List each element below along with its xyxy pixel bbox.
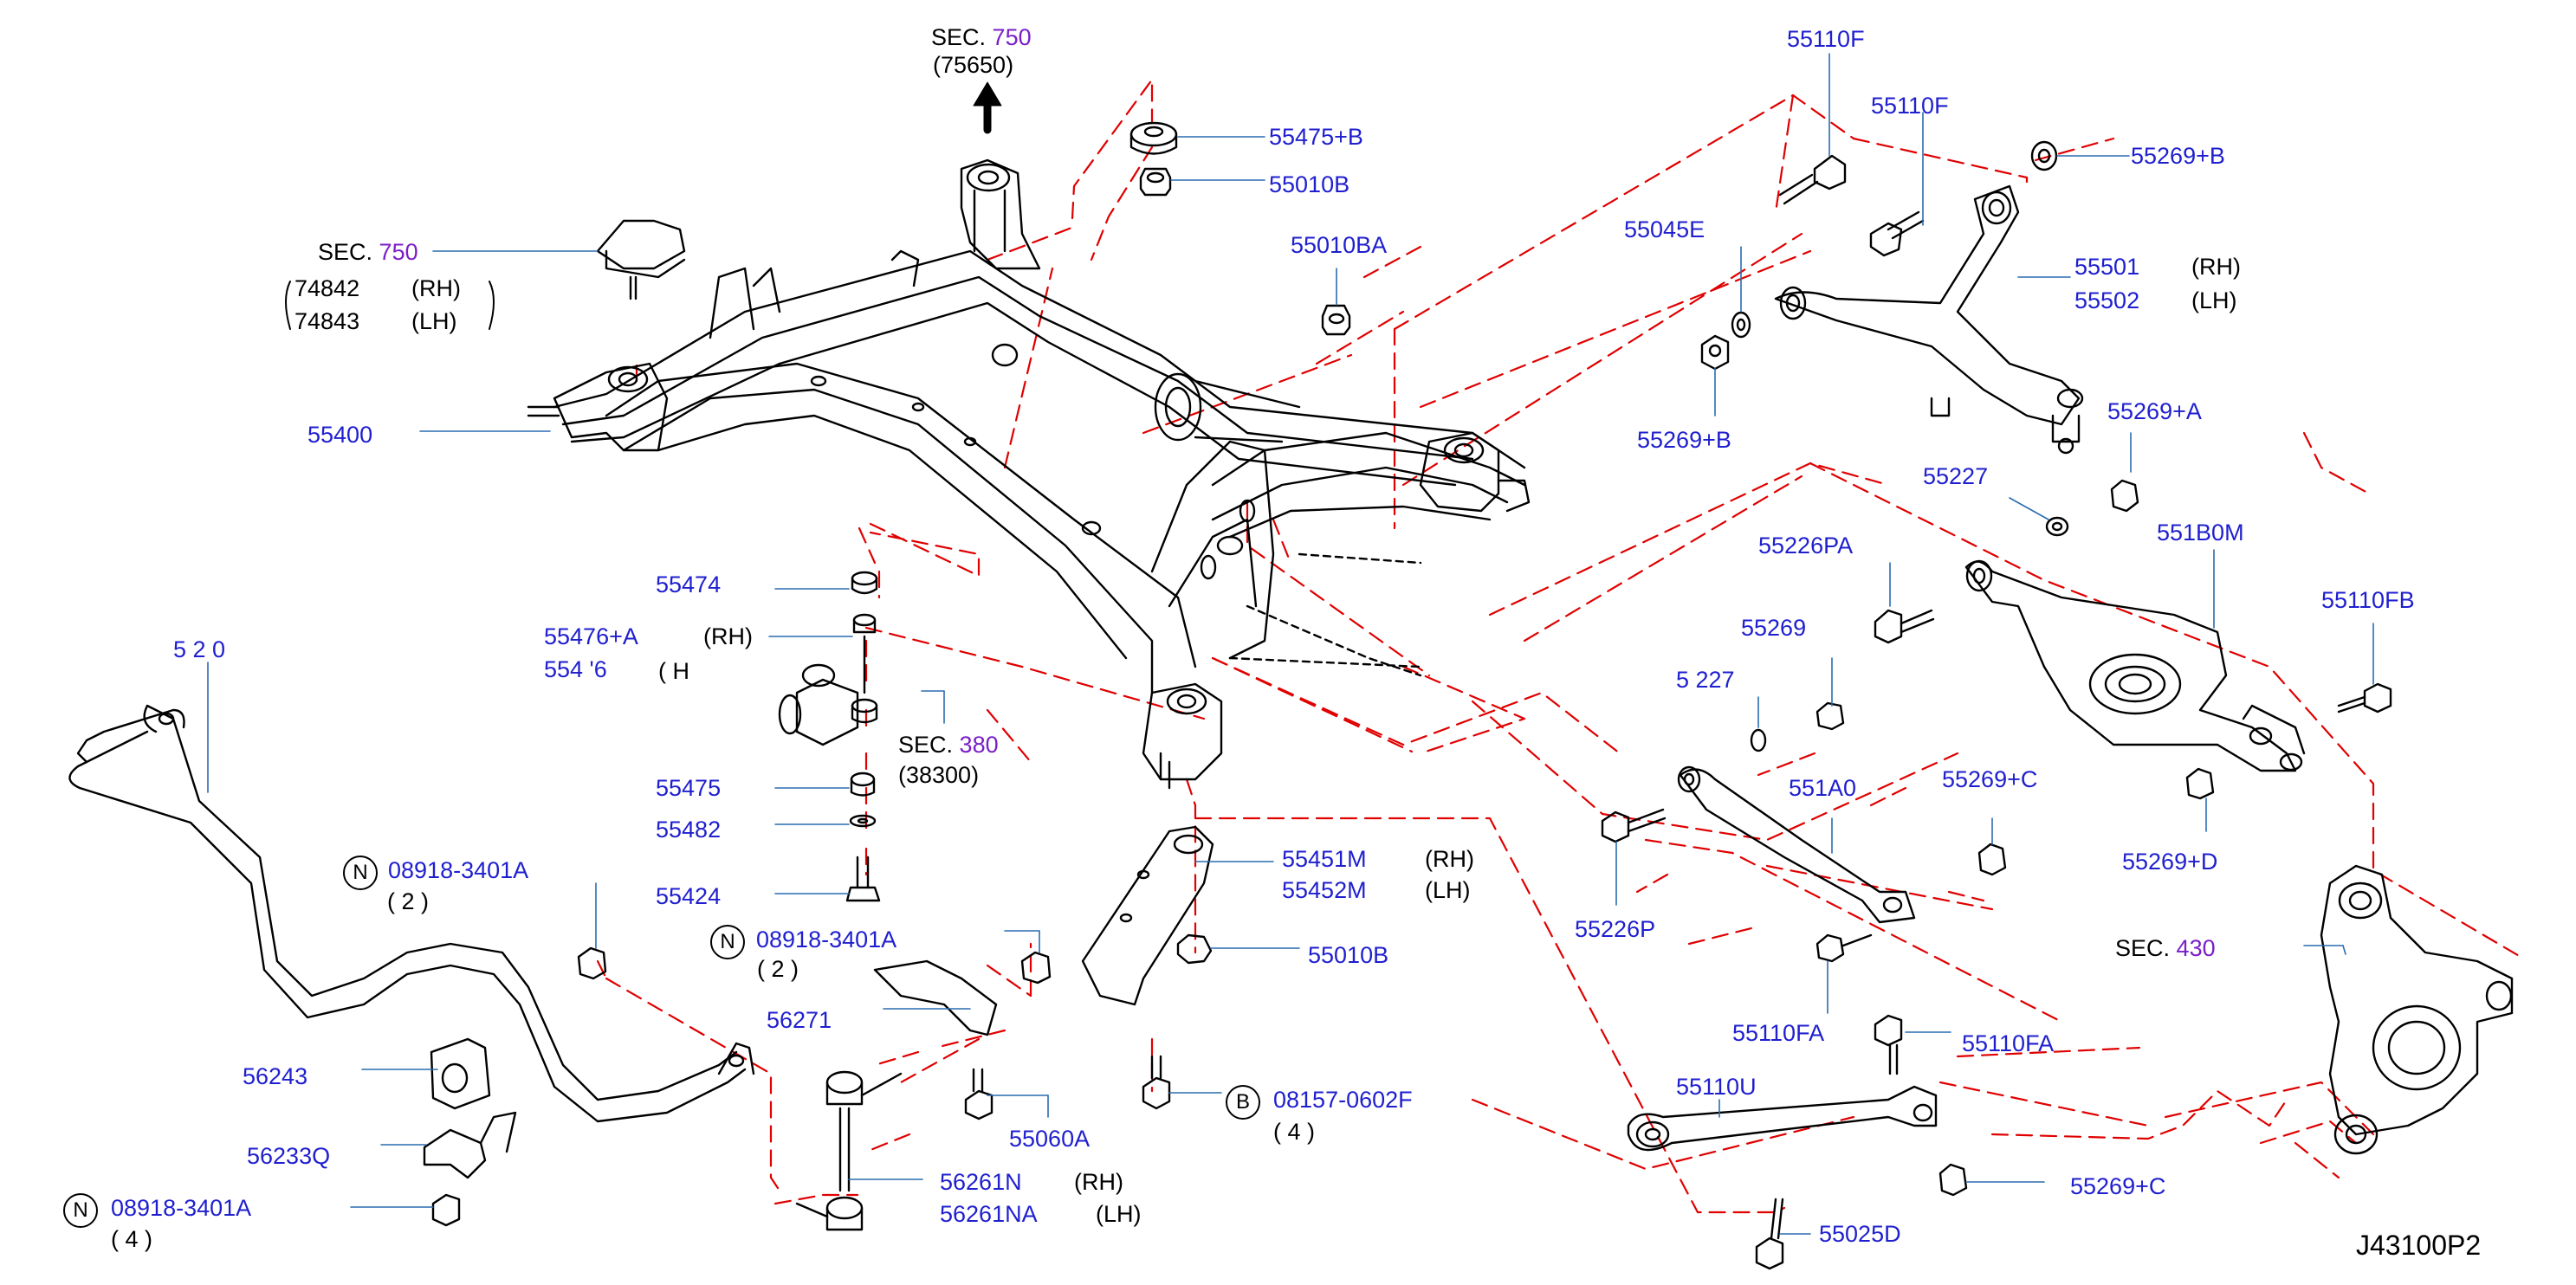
- section-prefix: SEC.: [898, 732, 954, 758]
- part-55269-a[interactable]: 55269+A: [2107, 398, 2202, 424]
- sec750-ref-74842-side: (RH): [411, 275, 461, 301]
- part-55227[interactable]: 55227: [1923, 463, 1989, 489]
- part-55474[interactable]: 55474: [656, 571, 722, 597]
- upper-link-arm: [1774, 184, 2084, 455]
- part-55269-b-1[interactable]: 55269+B: [2131, 143, 2225, 169]
- section-ref-750-top[interactable]: SEC. 750: [931, 24, 1032, 50]
- section-ref-750-left[interactable]: SEC. 750: [318, 239, 418, 265]
- part-55269-c-1[interactable]: 55269+C: [1942, 766, 2038, 792]
- lower-link-arm: [1964, 559, 2306, 772]
- diagram-code: J43100P2: [2356, 1230, 2482, 1261]
- side-rh-56261n: (RH): [1074, 1169, 1123, 1195]
- sec750-ref-74843: 74843: [294, 308, 360, 334]
- symbol-n-1: N: [343, 856, 378, 890]
- section-prefix: SEC.: [931, 24, 987, 50]
- qty-2-1: ( 2 ): [387, 888, 430, 914]
- section-sub-75650: (75650): [933, 52, 1014, 78]
- part-55482[interactable]: 55482: [656, 817, 722, 843]
- part-55501[interactable]: 55501: [2074, 254, 2140, 280]
- part-56261na[interactable]: 56261NA: [940, 1201, 1038, 1227]
- part-55269-d[interactable]: 55269+D: [2122, 849, 2218, 875]
- part-55226p[interactable]: 55226P: [1575, 916, 1656, 942]
- qty-4-2: ( 4 ): [111, 1226, 153, 1252]
- up-arrow: [973, 81, 1002, 134]
- part-55110fa-1[interactable]: 55110FA: [1732, 1020, 1825, 1046]
- section-number: 430: [2176, 935, 2216, 961]
- qty-4-1: ( 4 ): [1273, 1119, 1316, 1145]
- lateral-link: [1677, 765, 1916, 924]
- part-55025d[interactable]: 55025D: [1819, 1221, 1901, 1247]
- part-55452m[interactable]: 55452M: [1282, 877, 1367, 903]
- part-55475[interactable]: 55475: [656, 775, 722, 801]
- stabilizer-bar: [68, 704, 755, 1123]
- part-56200-partial[interactable]: 5 2 0: [173, 636, 226, 662]
- section-number: 750: [379, 239, 418, 265]
- part-56261n[interactable]: 56261N: [940, 1169, 1022, 1195]
- part-55110f-2[interactable]: 55110F: [1871, 93, 1949, 119]
- part-55424[interactable]: 55424: [656, 883, 722, 909]
- part-55502[interactable]: 55502: [2074, 287, 2140, 313]
- part-56233q[interactable]: 56233Q: [247, 1143, 331, 1169]
- part-56243[interactable]: 56243: [243, 1063, 308, 1089]
- part-55045e[interactable]: 55045E: [1624, 216, 1705, 242]
- part-55010b-2[interactable]: 55010B: [1308, 942, 1389, 968]
- part-55227-partial[interactable]: 5 227: [1676, 667, 1735, 693]
- section-number: 750: [992, 24, 1032, 50]
- part-08157-0602f[interactable]: 08157-0602F: [1273, 1087, 1413, 1113]
- part-08918-3401a-3[interactable]: 08918-3401A: [111, 1195, 252, 1221]
- part-55400[interactable]: 55400: [307, 422, 373, 448]
- symbol-n-3: N: [63, 1193, 98, 1228]
- part-55475-b[interactable]: 55475+B: [1269, 124, 1363, 150]
- part-55269-c-2[interactable]: 55269+C: [2070, 1173, 2166, 1199]
- sec750-ref-74842: 74842: [294, 275, 360, 301]
- part-55110fb[interactable]: 55110FB: [2321, 587, 2415, 613]
- side-lh-55476-partial: ( H: [658, 658, 689, 684]
- section-prefix: SEC.: [2115, 935, 2171, 961]
- side-lh-55452m: (LH): [1425, 877, 1471, 903]
- side-rh-55501: (RH): [2191, 254, 2241, 280]
- symbol-n-2: N: [710, 925, 745, 959]
- part-55060a[interactable]: 55060A: [1009, 1126, 1091, 1152]
- section-ref-430[interactable]: SEC. 430: [2115, 935, 2216, 961]
- lower-rod-link: [1627, 1085, 1938, 1152]
- part-55476-partial[interactable]: 554 '6: [544, 656, 607, 682]
- section-ref-380[interactable]: SEC. 380: [898, 732, 999, 758]
- axle-knuckle: [2320, 864, 2514, 1155]
- side-lh-55502: (LH): [2191, 287, 2237, 313]
- part-55010ba[interactable]: 55010BA: [1291, 232, 1388, 258]
- side-rh-55476: (RH): [703, 623, 753, 649]
- section-prefix: SEC.: [318, 239, 373, 265]
- part-55110fa-2[interactable]: 55110FA: [1962, 1030, 2055, 1056]
- assembly-dashed-lines: [596, 78, 2522, 1214]
- part-551a0[interactable]: 551A0: [1789, 775, 1857, 801]
- side-rh-55451m: (RH): [1425, 846, 1474, 872]
- leader-lines: [207, 53, 2374, 1235]
- part-55269-partial[interactable]: 55269: [1741, 615, 1807, 641]
- part-55226pa[interactable]: 55226PA: [1758, 533, 1854, 559]
- qty-2-2: ( 2 ): [757, 956, 799, 982]
- rear-suspension-member: [527, 158, 1531, 790]
- part-551b0m[interactable]: 551B0M: [2157, 520, 2244, 546]
- part-55110f-1[interactable]: 55110F: [1787, 26, 1865, 52]
- part-55269-b-2[interactable]: 55269+B: [1637, 427, 1731, 453]
- part-55110u[interactable]: 55110U: [1676, 1074, 1757, 1100]
- symbol-b: B: [1226, 1085, 1260, 1120]
- side-lh-56261na: (LH): [1096, 1201, 1142, 1227]
- part-08918-3401a-1[interactable]: 08918-3401A: [388, 857, 529, 883]
- small-parts: [423, 121, 2392, 1270]
- sec750-ref-74843-side: (LH): [411, 308, 457, 334]
- part-08918-3401a-2[interactable]: 08918-3401A: [756, 927, 897, 952]
- part-55451m[interactable]: 55451M: [1282, 846, 1367, 872]
- reference-brackets: [285, 281, 495, 330]
- section-number: 380: [959, 732, 999, 758]
- part-55010b[interactable]: 55010B: [1269, 171, 1350, 197]
- part-55476-a[interactable]: 55476+A: [544, 623, 638, 649]
- section-sub-38300: (38300): [898, 762, 980, 788]
- part-56271[interactable]: 56271: [767, 1007, 832, 1033]
